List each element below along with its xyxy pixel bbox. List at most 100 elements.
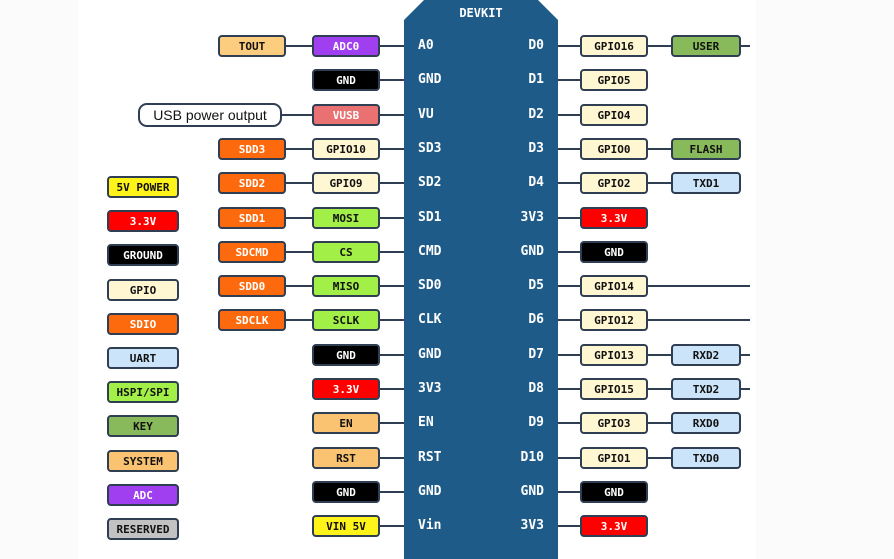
pin-label-left-cmd: CMD [418,244,442,259]
pin-label-right-d9: D9 [528,415,544,430]
wire-right-7 [558,285,750,287]
pin-label-gpio0: GPIO0 [580,138,648,160]
wire-left-1 [380,79,404,81]
wire-right-3 [558,148,741,150]
pin-label-vusb: VUSB [312,104,380,126]
wire-left-14 [380,525,404,527]
pin-label-user: USER [671,35,741,57]
pin-label-gpio4: GPIO4 [580,104,648,126]
wire-right-11 [558,422,741,424]
pin-label-left-sd1: SD1 [418,210,442,225]
pin-label-right-d5: D5 [528,278,544,293]
pin-label-right-d10: D10 [520,450,544,465]
legend-sdio: SDIO [107,313,179,335]
usb-power-note: USB power output [138,103,282,127]
pin-label-rxd2: RXD2 [671,344,741,366]
wire-right-5 [558,217,580,219]
pin-label-right-3v3: 3V3 [520,210,544,225]
pin-label-left-vin: Vin [418,518,442,533]
pin-label-right-d8: D8 [528,381,544,396]
pin-label-right-d3: D3 [528,141,544,156]
legend-system: SYSTEM [107,450,179,472]
pin-label-txd0: TXD0 [671,447,741,469]
pin-label-gnd: GND [312,481,380,503]
pin-label-en: EN [312,412,380,434]
pin-label-gpio1: GPIO1 [580,447,648,469]
pin-label-tout: TOUT [218,35,286,57]
wire-left-13 [380,491,404,493]
wire-left-10 [380,388,404,390]
pin-label-left-clk: CLK [418,312,442,327]
legend-5v-power: 5V POWER [107,176,179,198]
wire-right-1 [558,79,580,81]
pin-label-cs: CS [312,241,380,263]
wire-right-2 [558,114,580,116]
pin-label-left-gnd: GND [418,72,442,87]
pin-label-right-gnd: GND [520,244,544,259]
pin-label-gpio14: GPIO14 [580,275,648,297]
pin-label-gnd: GND [580,481,648,503]
pin-label-gpio13: GPIO13 [580,344,648,366]
pin-label-left-3v3: 3V3 [418,381,442,396]
pin-label-left-en: EN [418,415,434,430]
pin-label-left-a0: A0 [418,38,434,53]
wire-left-9 [380,354,404,356]
legend-reserved: RESERVED [107,518,179,540]
devkit-board [404,0,558,559]
legend-hspi-spi: HSPI/SPI [107,381,179,403]
wire-right-4 [558,182,741,184]
pin-label-gnd: GND [580,241,648,263]
pin-label-gpio16: GPIO16 [580,35,648,57]
pin-label-left-sd2: SD2 [418,175,442,190]
pin-label-gnd: GND [312,69,380,91]
pin-label-right-d1: D1 [528,72,544,87]
pin-label-sclk: SCLK [312,309,380,331]
pin-label-sdcmd: SDCMD [218,241,286,263]
pin-label-3-3v: 3.3V [580,515,648,537]
pin-label-gpio9: GPIO9 [312,172,380,194]
wire-right-10 [558,388,750,390]
pin-label-gpio5: GPIO5 [580,69,648,91]
legend-ground: GROUND [107,244,179,266]
wire-left-11 [380,422,404,424]
pin-label-rxd0: RXD0 [671,412,741,434]
pin-label-left-sd0: SD0 [418,278,442,293]
pin-label-sdd2: SDD2 [218,172,286,194]
wire-right-14 [558,525,580,527]
legend-3-3v: 3.3V [107,210,179,232]
pin-label-sdd3: SDD3 [218,138,286,160]
pin-label-3-3v: 3.3V [312,378,380,400]
pin-label-txd1: TXD1 [671,172,741,194]
pin-label-sdd1: SDD1 [218,207,286,229]
pin-label-left-sd3: SD3 [418,141,442,156]
pin-label-right-d7: D7 [528,347,544,362]
pin-label-txd2: TXD2 [671,378,741,400]
pin-label-right-d2: D2 [528,107,544,122]
pin-label-gpio15: GPIO15 [580,378,648,400]
pin-label-miso: MISO [312,275,380,297]
pin-label-gpio2: GPIO2 [580,172,648,194]
pin-label-gpio3: GPIO3 [580,412,648,434]
wire-right-9 [558,354,750,356]
wire-right-13 [558,491,580,493]
pin-label-gpio10: GPIO10 [312,138,380,160]
pin-label-adc0: ADC0 [312,35,380,57]
pin-label-rst: RST [312,447,380,469]
pin-label-mosi: MOSI [312,207,380,229]
pin-label-gpio12: GPIO12 [580,309,648,331]
pin-label-vin-5v: VIN 5V [312,515,380,537]
pin-label-sdclk: SDCLK [218,309,286,331]
wire-right-8 [558,319,750,321]
pin-label-gnd: GND [312,344,380,366]
pin-label-right-gnd: GND [520,484,544,499]
board-title: DEVKIT [459,6,503,20]
legend-adc: ADC [107,484,179,506]
pin-label-left-vu: VU [418,107,434,122]
legend-key: KEY [107,415,179,437]
pin-label-left-gnd: GND [418,484,442,499]
wire-right-12 [558,457,741,459]
pin-label-right-d6: D6 [528,312,544,327]
wire-left-12 [380,457,404,459]
pin-label-right-d4: D4 [528,175,544,190]
